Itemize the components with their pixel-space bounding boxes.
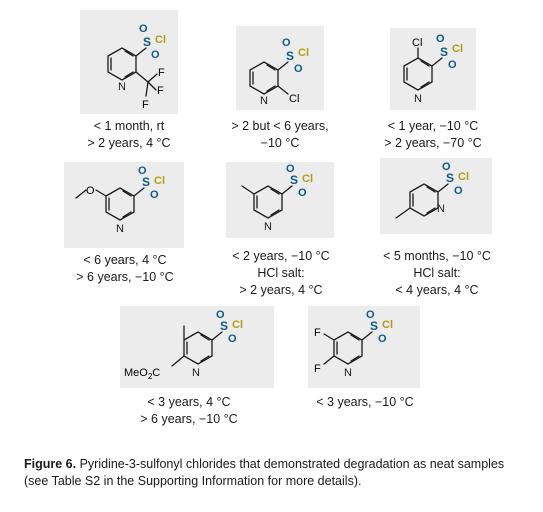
svg-text:Cl: Cl (412, 37, 422, 49)
svg-text:O: O (366, 309, 375, 321)
structure-8: F F N S O O Cl (314, 309, 393, 379)
ester-label: MeO2C (124, 367, 160, 381)
svg-text:N: N (118, 81, 126, 93)
structure-7: MeO2C N S O O Cl (124, 309, 243, 381)
stability-note-3: < 1 year, −10 °C> 2 years, −70 °C (384, 119, 482, 150)
stability-note-1: < 1 month, rt> 2 years, 4 °C (87, 119, 171, 150)
svg-text:O: O (294, 63, 303, 75)
svg-text:N: N (437, 203, 445, 215)
svg-text:O: O (454, 185, 463, 197)
svg-text:N: N (414, 93, 422, 105)
svg-text:S: S (142, 175, 150, 189)
svg-text:F: F (158, 67, 165, 79)
structure-6: N S O O Cl (395, 161, 469, 219)
svg-text:S: S (446, 171, 454, 185)
svg-text:O: O (286, 163, 295, 175)
structure-4: O N S O O Cl (75, 165, 165, 235)
structure-panel-8: F F N S O O Cl (308, 306, 420, 388)
stability-note-8: < 3 years, −10 °C (316, 395, 414, 409)
stability-note-2: > 2 but < 6 years,−10 °C (231, 119, 329, 150)
svg-text:Cl: Cl (382, 319, 393, 331)
figure-label: Figure 6. (24, 457, 77, 471)
svg-text:O: O (282, 37, 291, 49)
svg-text:O: O (138, 165, 147, 177)
svg-text:N: N (116, 223, 124, 235)
svg-text:S: S (286, 49, 294, 63)
svg-text:Cl: Cl (298, 47, 309, 59)
stability-note-4: < 6 years, 4 °C> 6 years, −10 °C (76, 253, 174, 284)
svg-text:S: S (370, 319, 378, 333)
structure-3: Cl N S O O Cl (403, 33, 463, 105)
svg-text:O: O (228, 333, 237, 345)
svg-text:Cl: Cl (232, 319, 243, 331)
svg-text:F: F (142, 99, 149, 111)
structure-panel-7: MeO2C N S O O Cl (120, 306, 274, 388)
structure-panel-2: N S O O Cl Cl (236, 26, 324, 110)
structure-panel-1: N S O O Cl F F F (80, 10, 178, 114)
svg-text:N: N (192, 367, 200, 379)
svg-text:O: O (216, 309, 225, 321)
svg-text:Cl: Cl (458, 171, 469, 183)
structure-2: N S O O Cl Cl (249, 37, 309, 107)
svg-text:S: S (440, 45, 448, 59)
structure-1: N S O O Cl F F F (107, 23, 166, 111)
figure-caption: Figure 6. Pyridine-3-sulfonyl chlorides … (24, 456, 524, 490)
stability-note-7: < 3 years, 4 °C> 6 years, −10 °C (140, 395, 238, 426)
svg-text:O: O (442, 161, 451, 173)
svg-text:O: O (86, 185, 95, 197)
structure-panel-3: Cl N S O O Cl (390, 28, 476, 110)
svg-text:S: S (290, 173, 298, 187)
svg-text:F: F (314, 327, 321, 339)
figure-caption-text: Pyridine-3-sulfonyl chlorides that demon… (24, 457, 505, 488)
svg-text:Cl: Cl (289, 93, 299, 105)
svg-text:N: N (344, 367, 352, 379)
svg-text:Cl: Cl (452, 43, 463, 55)
structure-panel-4: O N S O O Cl (64, 162, 184, 248)
svg-text:O: O (139, 23, 148, 35)
svg-text:S: S (220, 319, 228, 333)
structure-panel-5: N S O O Cl (226, 162, 334, 238)
svg-text:F: F (157, 85, 164, 97)
svg-text:O: O (378, 333, 387, 345)
svg-text:Cl: Cl (155, 34, 166, 46)
svg-text:O: O (150, 189, 159, 201)
svg-text:O: O (436, 33, 445, 45)
svg-text:N: N (260, 95, 268, 107)
svg-text:O: O (151, 49, 160, 61)
structure-5: N S O O Cl (241, 163, 313, 233)
svg-text:O: O (298, 187, 307, 199)
structure-panel-6: N S O O Cl (380, 158, 492, 234)
svg-text:S: S (143, 35, 151, 49)
svg-text:O: O (448, 59, 457, 71)
svg-text:Cl: Cl (302, 173, 313, 185)
svg-text:N: N (264, 221, 272, 233)
svg-text:Cl: Cl (154, 175, 165, 187)
svg-text:F: F (314, 363, 321, 375)
